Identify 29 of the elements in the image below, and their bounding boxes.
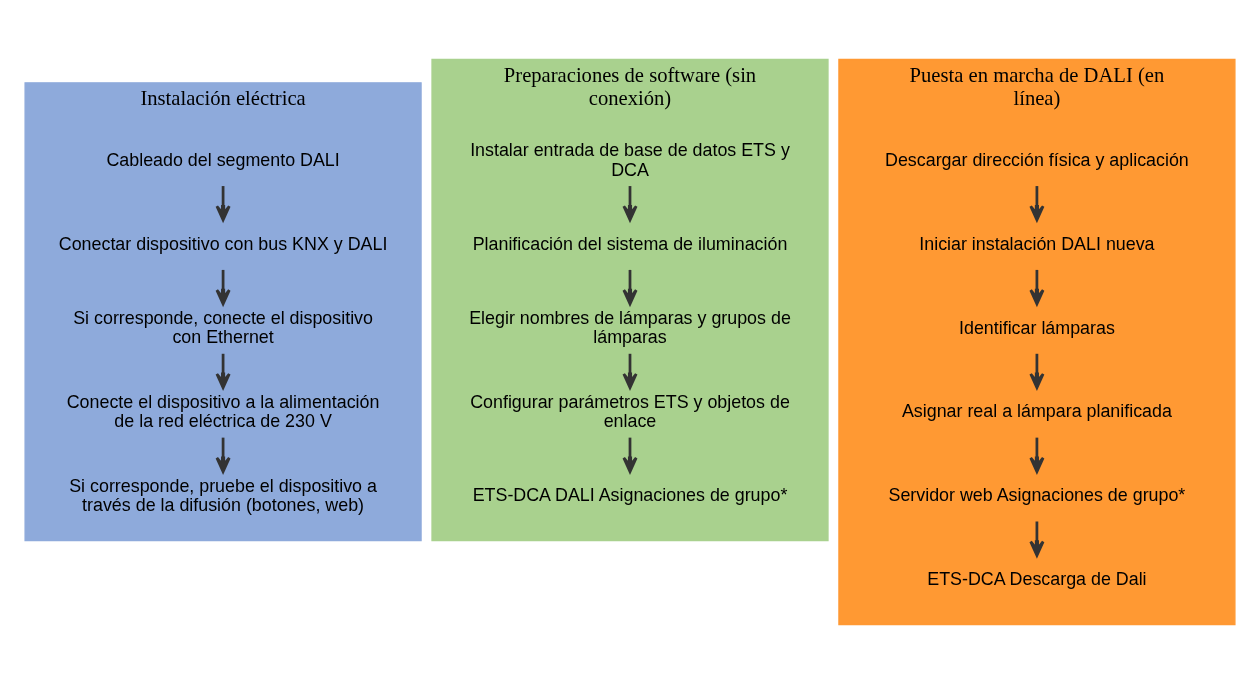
node-text: Si corresponde, conecte el dispositivo con Ethernet bbox=[73, 307, 373, 348]
node-text: Conecte el dispositivo a la alimentación de la red eléctrica de 230 V bbox=[66, 391, 380, 432]
node-text: Asignar real a lámpara planificada bbox=[901, 401, 1172, 422]
arrow bbox=[622, 353, 638, 390]
node-text: Configurar parámetros ETS y objetos de enlace bbox=[470, 391, 790, 432]
node-text: Iniciar instalación DALI nueva bbox=[919, 233, 1155, 254]
node-text: Instalar entrada de base de datos ETS y DCA bbox=[470, 140, 790, 180]
arrow bbox=[215, 186, 231, 222]
node-text: ETS-DCA Descarga de Dali bbox=[927, 569, 1147, 590]
arrow bbox=[622, 437, 638, 473]
node-text: Identificar lámparas bbox=[958, 317, 1115, 338]
arrow bbox=[1029, 521, 1045, 557]
arrow bbox=[215, 437, 231, 473]
node-text: Servidor web Asignaciones de grupo* bbox=[888, 485, 1186, 506]
arrow bbox=[215, 269, 231, 306]
arrow bbox=[215, 353, 231, 390]
node-text: Descargar dirección física y aplicación bbox=[885, 149, 1189, 170]
arrow bbox=[1029, 186, 1045, 222]
arrow bbox=[1029, 353, 1045, 390]
arrow bbox=[1029, 437, 1045, 473]
arrow bbox=[622, 186, 638, 222]
node-text: Elegir nombres de lámparas y grupos de lámparas bbox=[469, 307, 791, 348]
arrow bbox=[622, 269, 638, 306]
node-text: Conectar dispositivo con bus KNX y DALI bbox=[58, 233, 388, 254]
node-text: ETS-DCA DALI Asignaciones de grupo* bbox=[472, 485, 788, 506]
node-text: Si corresponde, pruebe el dispositivo a través de la difusión (botones, web) bbox=[69, 475, 377, 515]
arrow bbox=[1029, 269, 1045, 306]
node-text: Cableado del segmento DALI bbox=[106, 149, 340, 170]
node-text: Planificación del sistema de iluminación bbox=[472, 233, 788, 254]
